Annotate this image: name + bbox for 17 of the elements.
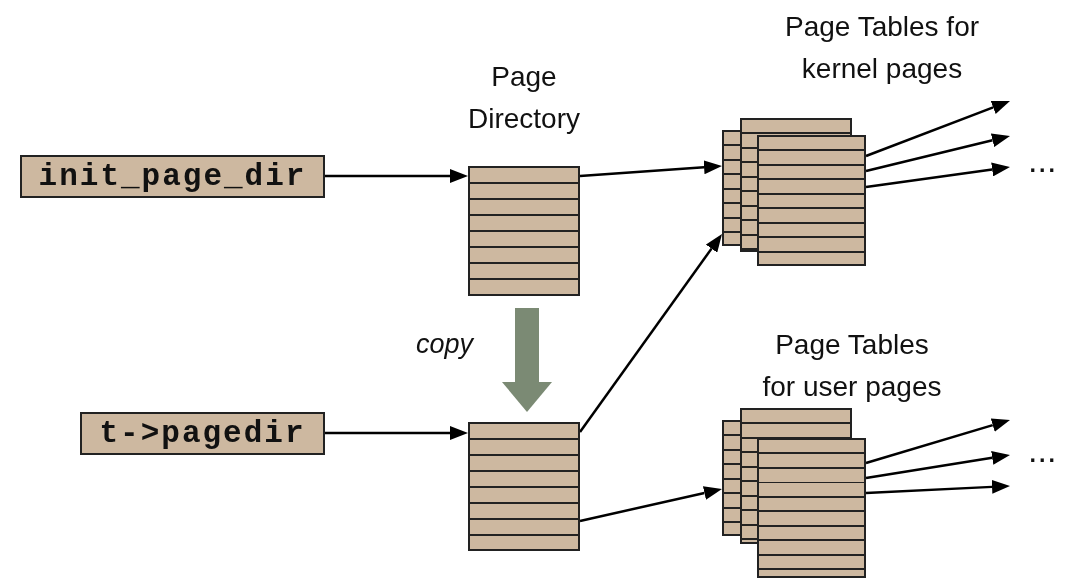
variable-box: t->pagedir <box>80 412 325 455</box>
arrow <box>579 160 722 178</box>
table-heading: Page Tables for user pages <box>761 328 943 404</box>
table-heading: Page Tables for kernel pages <box>783 10 981 86</box>
table-heading: Page Directory <box>467 60 581 136</box>
arrow <box>579 234 722 433</box>
arrow <box>865 418 1010 465</box>
arrow <box>865 100 1010 158</box>
arrow <box>865 450 1010 480</box>
arrow <box>579 486 722 523</box>
arrow <box>865 162 1010 189</box>
copy-arrow <box>502 308 552 412</box>
arrow <box>325 426 468 440</box>
arrow <box>325 169 468 183</box>
variable-box: init_page_dir <box>20 155 325 198</box>
arrow <box>865 133 1010 173</box>
arrow <box>865 479 1010 495</box>
